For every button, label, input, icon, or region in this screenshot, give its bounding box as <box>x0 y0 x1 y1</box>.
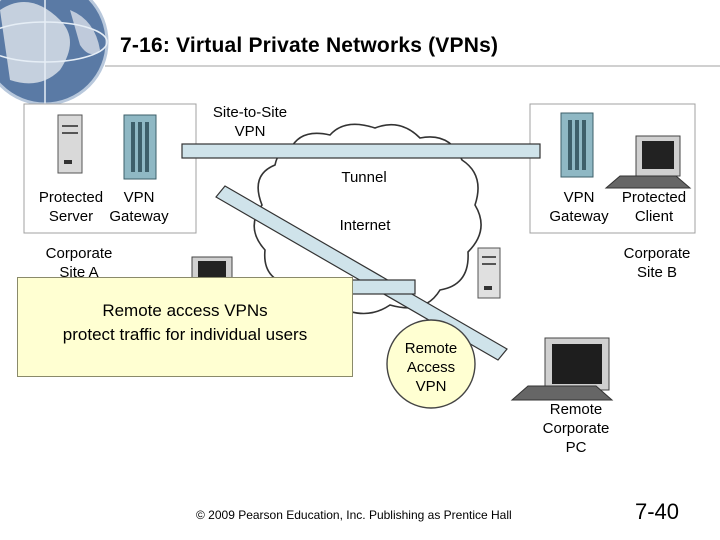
site-a-box <box>23 103 197 234</box>
remote-corporate-pc-label: Remote Corporate PC <box>542 401 610 456</box>
vpn-gateway-b-icon <box>560 112 594 178</box>
vpn-gateway-a-label: VPN Gateway <box>109 189 169 225</box>
access-tunnel-segment <box>344 279 416 295</box>
protected-server-label: Protected Server <box>38 189 104 225</box>
remote-corporate-pc-icon <box>510 337 614 401</box>
callout-line-2: protect traffic for individual users <box>62 325 308 344</box>
remote-access-tunnel <box>215 185 508 361</box>
corporate-site-a-label: Corporate Site A <box>45 245 113 281</box>
page-title: 7-16: Virtual Private Networks (VPNs) <box>120 34 499 57</box>
protected-client-icon <box>604 135 692 189</box>
vpn-gateway-a-icon <box>123 114 157 180</box>
page-number: 7-40 <box>635 499 680 524</box>
tunnel-label: Tunnel <box>341 169 387 186</box>
copyright-footer: © 2009 Pearson Education, Inc. Publishin… <box>196 508 512 522</box>
remote-access-label: Remote Access VPN <box>404 340 458 395</box>
callout-line-1: Remote access VPNs <box>102 301 268 320</box>
site-to-site-tunnel <box>181 143 541 159</box>
protected-client-label: Protected Client <box>621 189 687 225</box>
internet-server-icon <box>477 247 501 299</box>
globe-icon <box>0 0 109 106</box>
vpn-gateway-b-label: VPN Gateway <box>549 189 609 225</box>
site-to-site-label: Site-to-Site VPN <box>212 104 288 140</box>
protected-server-icon <box>57 114 83 174</box>
corporate-site-b-label: Corporate Site B <box>623 245 691 281</box>
internet-label: Internet <box>339 217 391 234</box>
remote-access-callout: Remote access VPNs protect traffic for i… <box>17 277 353 377</box>
remote-access-circle <box>386 319 476 409</box>
